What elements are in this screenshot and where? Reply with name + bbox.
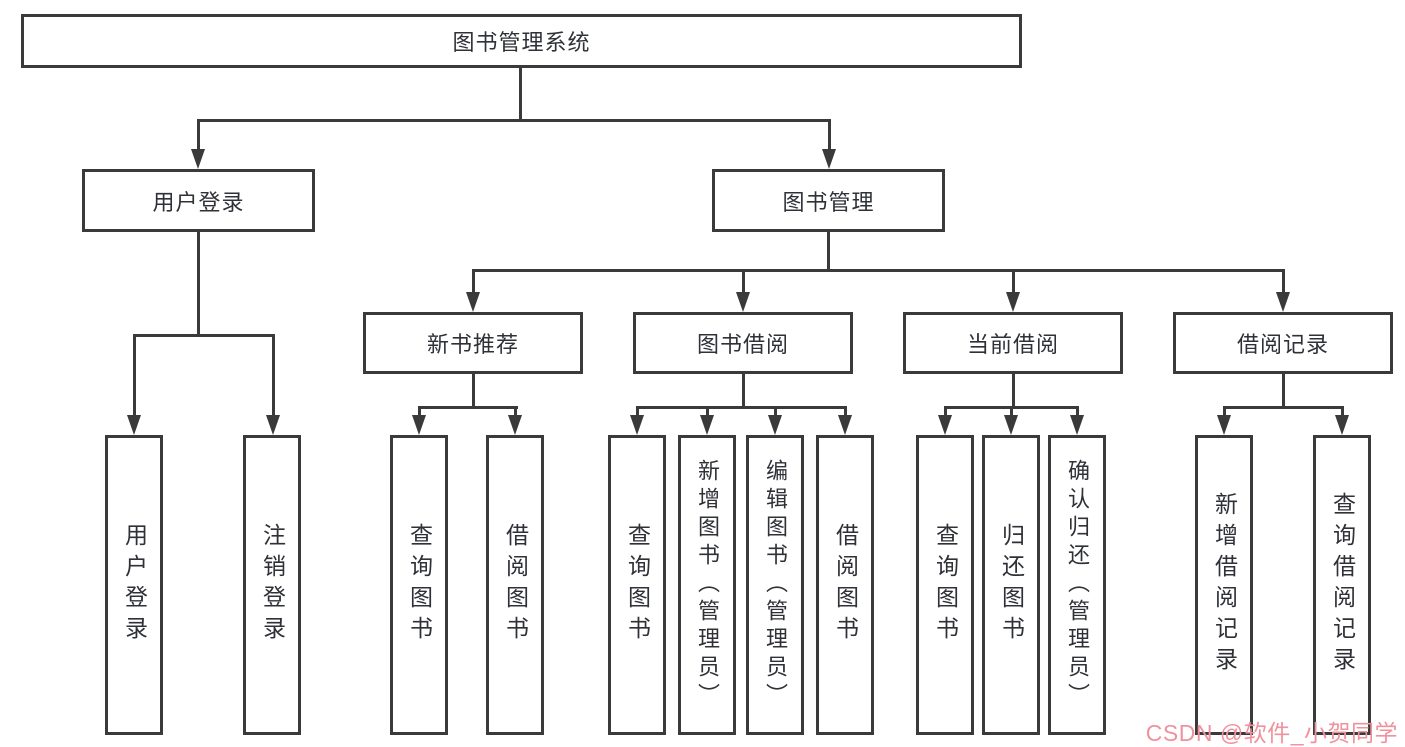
connector-stem	[1012, 272, 1015, 294]
node-book-management: 图书管理	[712, 169, 945, 232]
arrow-down-icon	[768, 415, 782, 435]
arrow-down-icon	[508, 415, 522, 435]
connector-stem	[944, 409, 947, 417]
arrow-down-icon	[1004, 415, 1018, 435]
connector-stem	[1076, 409, 1079, 417]
node-book-borrowing: 图书借阅	[633, 312, 853, 374]
leaf-confirm-return-admin: 确认归还（管理员）	[1048, 435, 1106, 735]
leaf-query-books-1: 查询图书	[390, 435, 448, 735]
connector-stem	[472, 272, 475, 294]
connector-stem	[133, 337, 136, 415]
connector-userlogin-bus	[133, 334, 275, 337]
connector-stem	[742, 272, 745, 294]
arrow-down-icon	[822, 149, 836, 169]
node-new-book-recommendation: 新书推荐	[363, 312, 583, 374]
connector-stem	[1282, 272, 1285, 294]
arrow-down-icon	[1276, 292, 1290, 312]
connector-records-bus	[1223, 406, 1344, 409]
connector-level2-bus	[197, 119, 831, 122]
connector-stem	[774, 409, 777, 417]
connector-stem	[1223, 409, 1226, 417]
arrow-down-icon	[191, 149, 205, 169]
arrow-down-icon	[412, 415, 426, 435]
arrow-down-icon	[466, 292, 480, 312]
arrow-down-icon	[838, 415, 852, 435]
arrow-down-icon	[266, 415, 280, 435]
node-current-borrowing: 当前借阅	[903, 312, 1123, 374]
connector-bookmgmt-drop	[827, 232, 830, 272]
connector-stem	[272, 337, 275, 415]
connector-stem	[418, 409, 421, 417]
leaf-logout: 注销登录	[243, 435, 301, 735]
connector-stem	[514, 409, 517, 417]
connector-stem	[1010, 409, 1013, 417]
leaf-add-books-admin: 新增图书（管理员）	[678, 435, 736, 735]
node-user-login: 用户登录	[82, 169, 315, 232]
arrow-down-icon	[1070, 415, 1084, 435]
leaf-query-books-2: 查询图书	[608, 435, 666, 735]
connector-newbooks-drop	[472, 374, 475, 408]
leaf-return-books: 归还图书	[982, 435, 1040, 735]
arrow-down-icon	[736, 292, 750, 312]
arrow-down-icon	[1217, 415, 1231, 435]
arrow-down-icon	[938, 415, 952, 435]
leaf-user-login: 用户登录	[105, 435, 163, 735]
arrow-down-icon	[700, 415, 714, 435]
connector-records-drop	[1282, 374, 1285, 408]
arrow-down-icon	[127, 415, 141, 435]
connector-stem	[828, 121, 831, 151]
connector-level3-bus	[472, 269, 1285, 272]
connector-currentborrow-drop	[1012, 374, 1015, 408]
connector-stem	[1341, 409, 1344, 417]
leaf-add-borrow-record: 新增借阅记录	[1195, 435, 1253, 735]
leaf-borrow-books-1: 借阅图书	[486, 435, 544, 735]
node-borrowing-records: 借阅记录	[1173, 312, 1393, 374]
connector-stem	[844, 409, 847, 417]
leaf-edit-books-admin: 编辑图书（管理员）	[746, 435, 804, 735]
connector-userlogin-drop	[197, 232, 200, 336]
connector-currentborrow-bus	[944, 406, 1079, 409]
csdn-watermark: CSDN @软件_小贺同学	[1145, 720, 1398, 746]
leaf-query-books-3: 查询图书	[916, 435, 974, 735]
connector-bookborrow-drop	[742, 374, 745, 408]
connector-bookborrow-bus	[636, 406, 847, 409]
arrow-down-icon	[630, 415, 644, 435]
connector-root-drop	[519, 68, 522, 121]
connector-newbooks-bus	[418, 406, 518, 409]
connector-stem	[197, 121, 200, 151]
leaf-query-borrow-record: 查询借阅记录	[1313, 435, 1371, 735]
arrow-down-icon	[1006, 292, 1020, 312]
connector-stem	[706, 409, 709, 417]
arrow-down-icon	[1335, 415, 1349, 435]
leaf-borrow-books-2: 借阅图书	[816, 435, 874, 735]
connector-stem	[636, 409, 639, 417]
node-root-library-management-system: 图书管理系统	[21, 14, 1022, 68]
